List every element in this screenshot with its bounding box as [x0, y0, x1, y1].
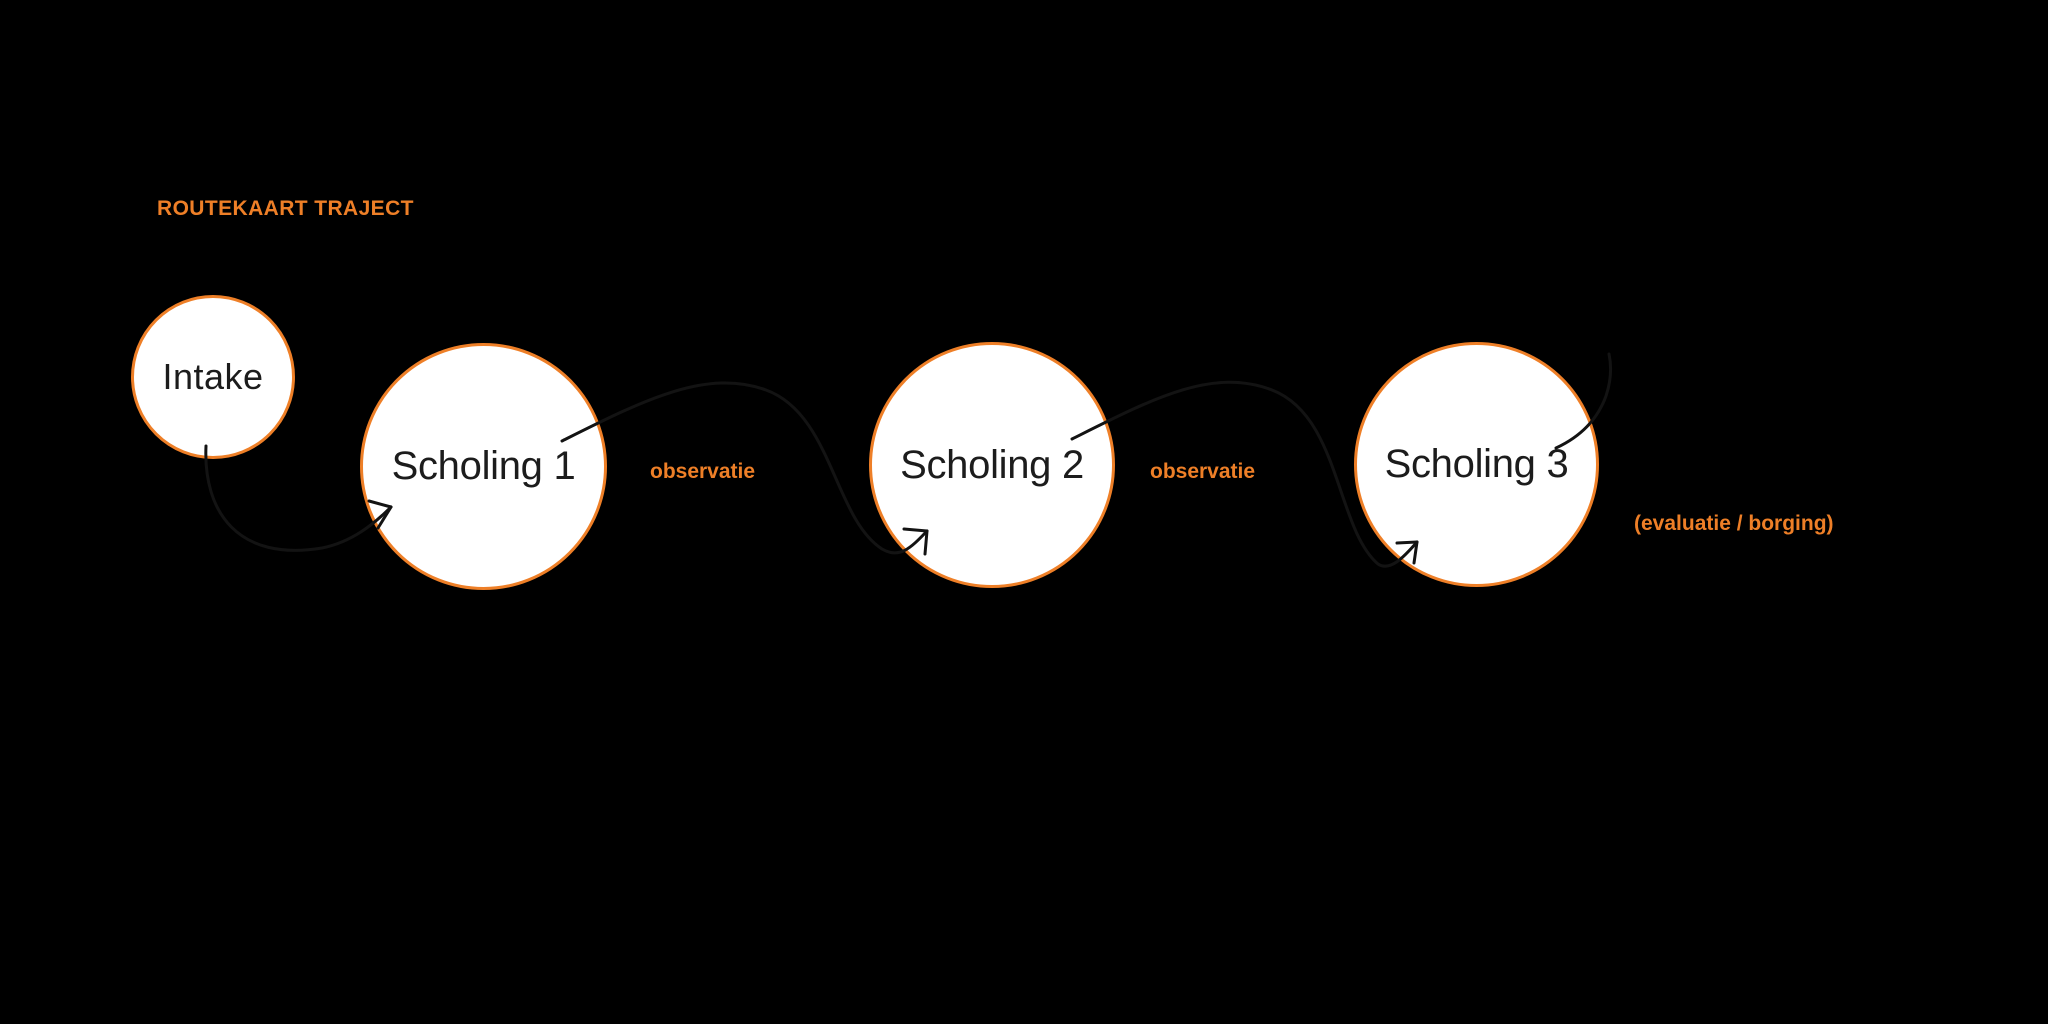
- node-scholing-2: Scholing 2: [869, 342, 1115, 588]
- annotation-observatie-1: observatie: [650, 460, 756, 483]
- node-scholing-3-label: Scholing 3: [1384, 442, 1569, 486]
- node-scholing-3: Scholing 3: [1354, 342, 1599, 587]
- diagram-title: ROUTEKAART TRAJECT: [157, 197, 414, 220]
- node-scholing-1-label: Scholing 1: [391, 444, 576, 488]
- node-scholing-1: Scholing 1: [360, 343, 607, 590]
- node-intake: Intake: [131, 295, 295, 459]
- annotation-evaluatie-borging: (evaluatie / borging): [1634, 512, 1834, 535]
- annotation-observatie-2: observatie: [1150, 460, 1256, 483]
- node-scholing-2-label: Scholing 2: [900, 442, 1084, 487]
- node-intake-label: Intake: [162, 356, 264, 397]
